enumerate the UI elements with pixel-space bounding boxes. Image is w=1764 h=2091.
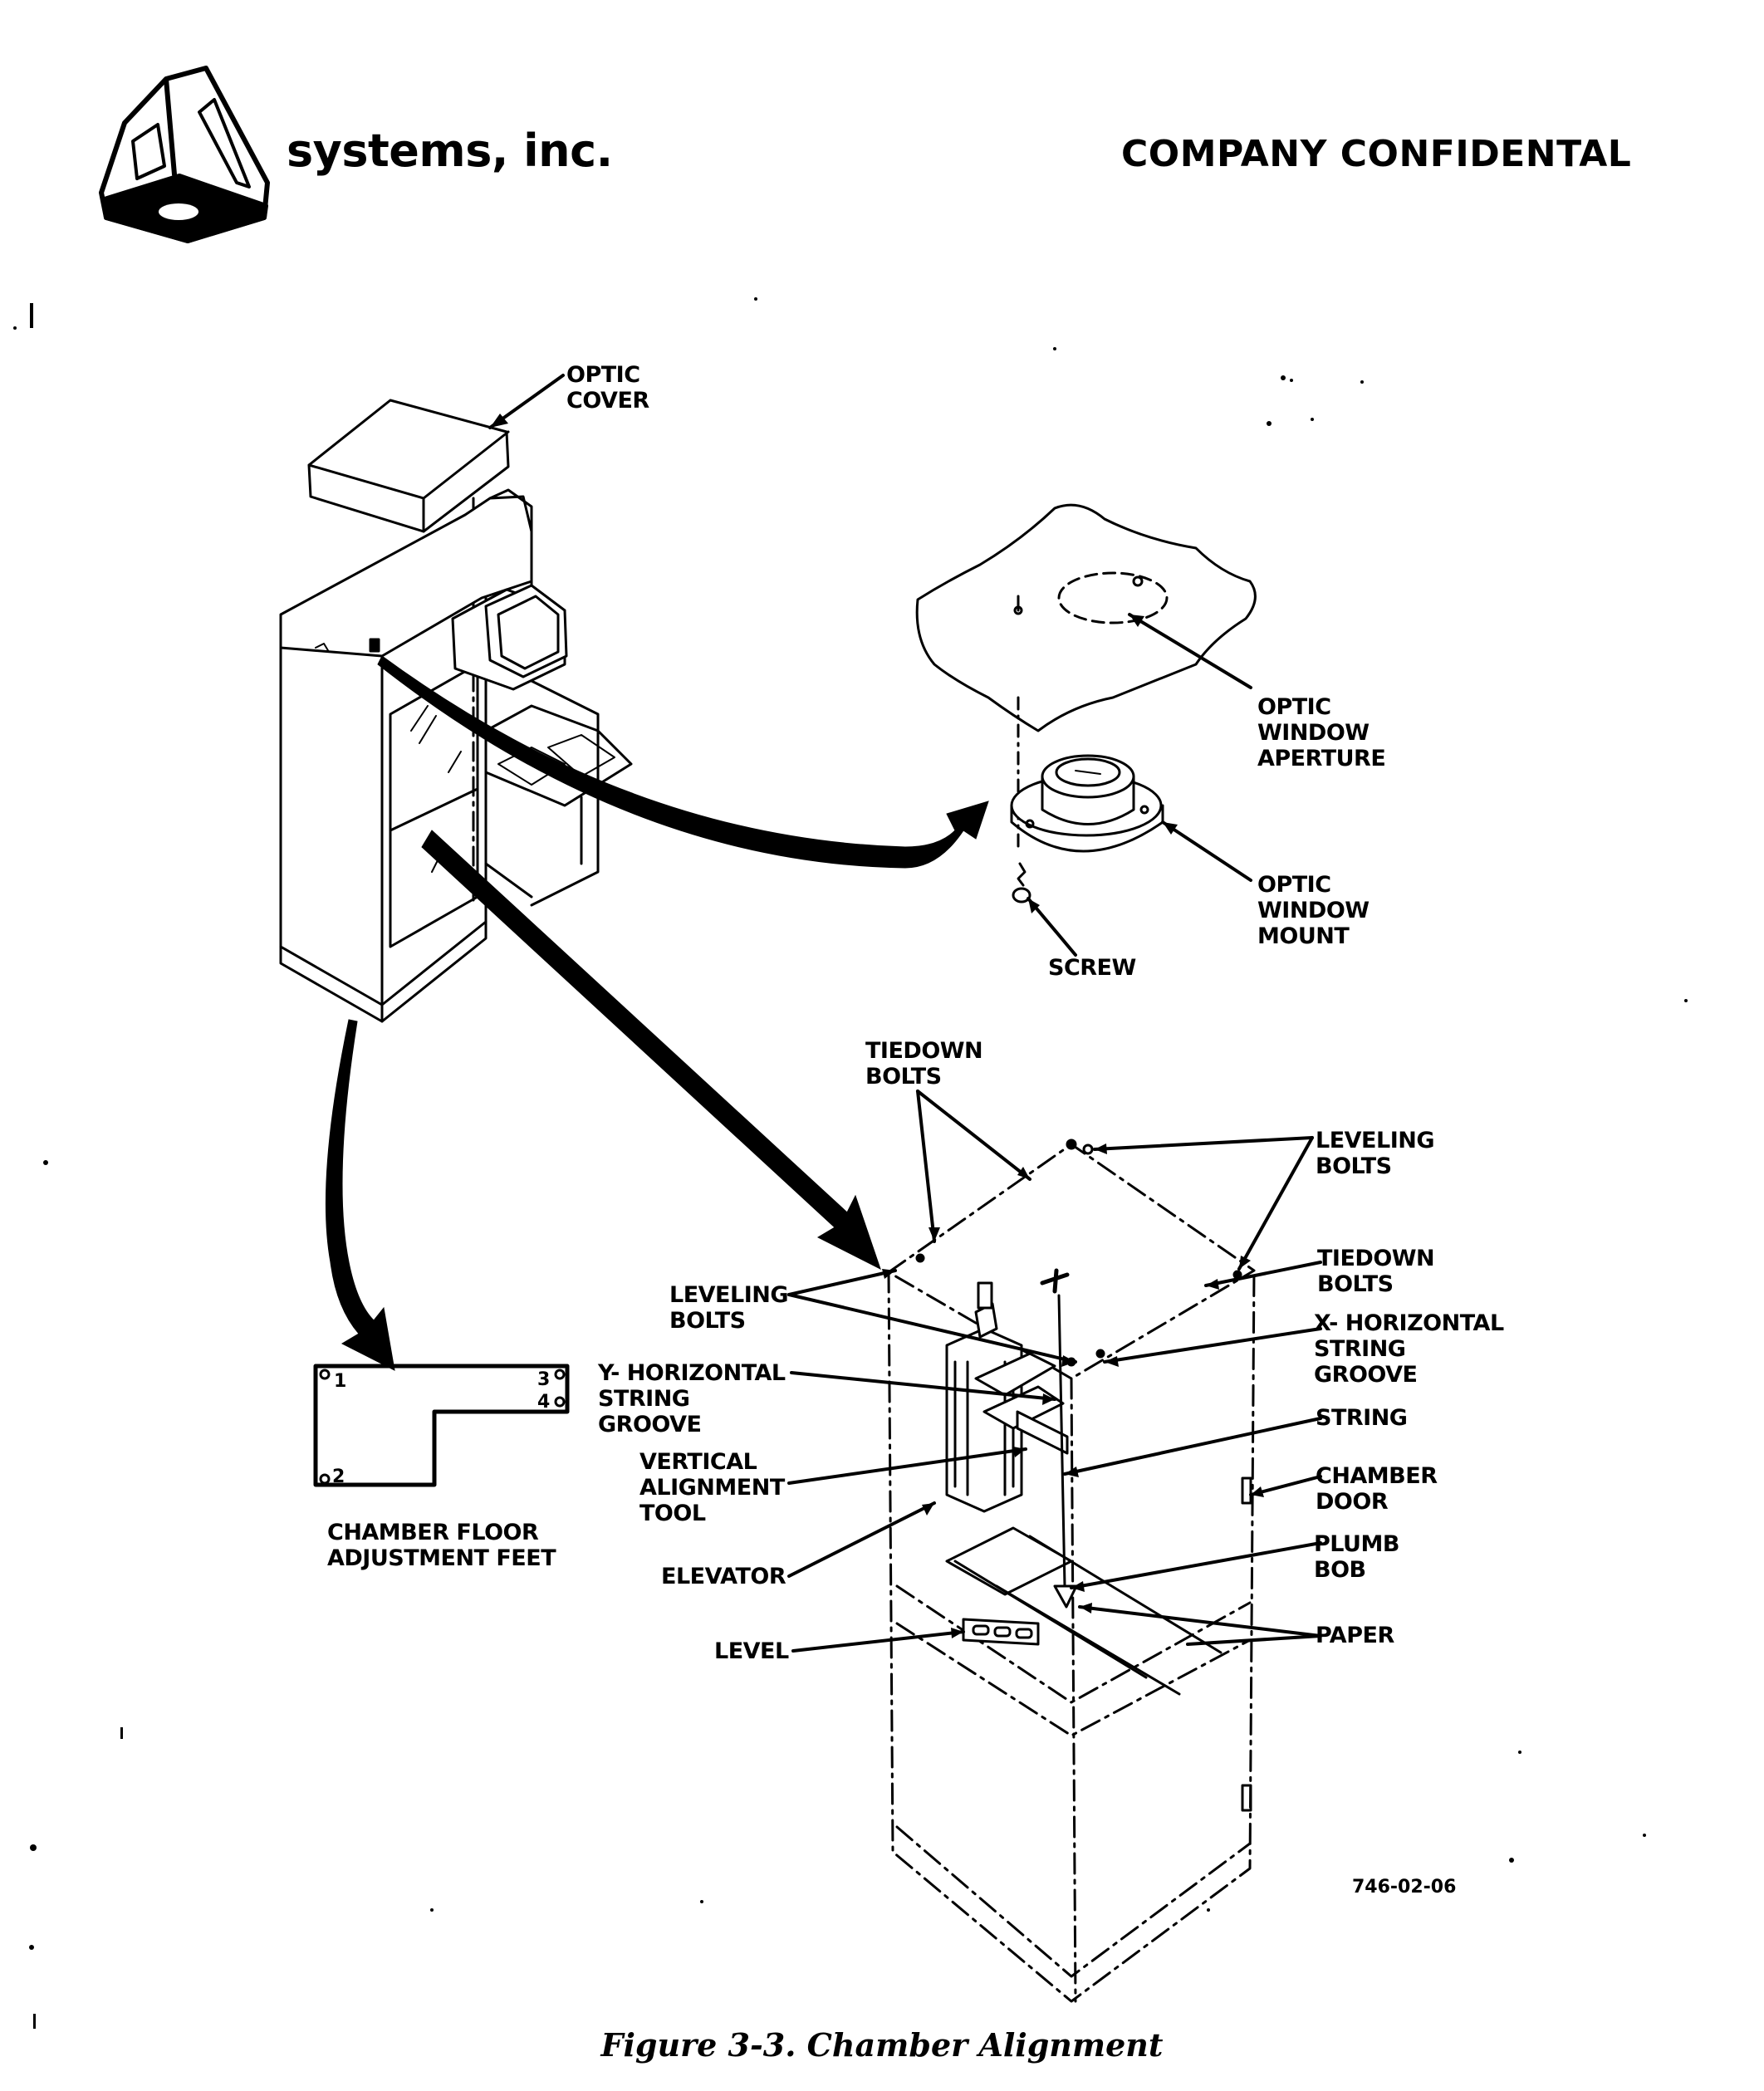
flow-arrows [326,656,988,1370]
foot-4-number: 4 [537,1392,550,1413]
foot-1-number: 1 [334,1371,346,1392]
foot-3-number: 3 [537,1369,550,1390]
label-screw: SCREW [1048,955,1136,981]
label-y-horizontal-string-groove: Y- HORIZONTAL STRING GROOVE [598,1360,786,1437]
optic-window-mount-drawing [1012,756,1163,902]
chamber-drawing [889,1144,1254,2001]
label-optic-cover: OPTIC COVER [566,362,649,414]
label-paper: PAPER [1316,1623,1394,1648]
floor-plan-drawing [316,1366,567,1485]
drawing-number: 746-02-06 [1352,1877,1456,1898]
label-plumb-bob: PLUMB BOB [1314,1531,1399,1583]
sla-machine-drawing [281,490,631,1021]
arrow-to-chamber [422,830,880,1269]
label-leveling-bolts-left: LEVELING BOLTS [669,1282,788,1334]
label-leveling-bolts-right: LEVELING BOLTS [1316,1128,1434,1179]
arrow-to-floor-plan [326,1020,394,1370]
label-chamber-door: CHAMBER DOOR [1316,1463,1438,1515]
arrow-to-optic-mount [378,656,988,868]
label-elevator: ELEVATOR [661,1564,786,1589]
label-tiedown-bolts-right: TIEDOWN BOLTS [1317,1246,1434,1297]
scan-specks [13,297,1688,2029]
label-optic-window-mount: OPTIC WINDOW MOUNT [1257,872,1370,949]
label-level: LEVEL [714,1638,789,1664]
label-tiedown-bolts-top: TIEDOWN BOLTS [865,1038,982,1090]
foot-2-number: 2 [332,1467,345,1487]
label-string: STRING [1316,1405,1407,1431]
figure-caption: Figure 3-3. Chamber Alignment [0,2026,1764,2064]
label-x-horizontal-string-groove: X- HORIZONTAL STRING GROOVE [1314,1310,1504,1388]
label-optic-window-aperture: OPTIC WINDOW APERTURE [1257,694,1385,771]
chamber-details [917,1140,1251,1810]
label-chamber-floor-adjustment-feet: CHAMBER FLOOR ADJUSTMENT FEET [327,1520,556,1571]
label-vertical-alignment-tool: VERTICAL ALIGNMENT TOOL [639,1449,785,1526]
